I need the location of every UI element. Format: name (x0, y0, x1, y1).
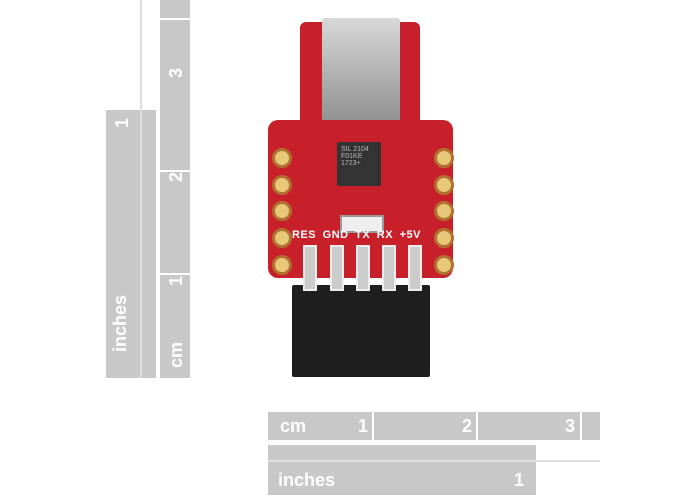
h-cm-label: cm (280, 416, 307, 436)
h-cm-mark-3: 3 (565, 416, 576, 436)
v-inch-mark-1: 1 (112, 118, 132, 129)
h-cm-mark-1: 1 (358, 416, 369, 436)
mini-usb-connector (322, 18, 400, 123)
v-inches-label: inches (110, 295, 130, 353)
h-inch-mark-1: 1 (514, 470, 525, 490)
pin-labels: RES GND TX RX +5V (292, 229, 422, 241)
h-inches-label: inches (278, 470, 336, 490)
h-cm-mark-2: 2 (462, 416, 473, 436)
usb-uart-chip: SIL 2104 F01KE 1723+ (337, 142, 381, 186)
header-connector (292, 285, 430, 377)
vertical-cm-ruler (160, 0, 190, 378)
v-cm-mark-2: 2 (166, 172, 186, 183)
v-cm-label: cm (166, 342, 186, 369)
horizontal-cm-ruler (268, 412, 600, 440)
v-cm-mark-3: 3 (166, 68, 186, 79)
vertical-inch-ruler (106, 110, 156, 378)
horizontal-inch-ruler (268, 445, 536, 495)
v-cm-mark-1: 1 (166, 276, 186, 287)
led (340, 215, 384, 233)
